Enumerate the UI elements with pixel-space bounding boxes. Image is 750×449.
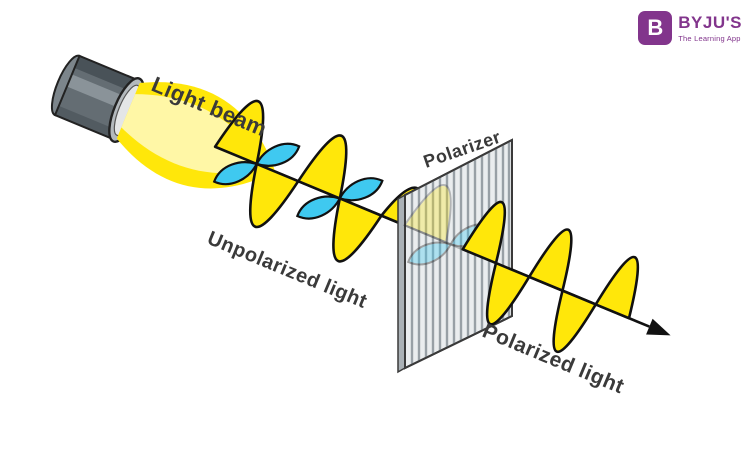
polarized-wave [461,200,640,353]
wave-lobe [213,99,265,166]
wave-lobe [296,134,348,200]
cyan-petal [406,241,453,266]
faded-wave-lobe [402,183,452,244]
panel-side-edge [397,193,406,374]
byjus-brand-text: BYJU'S [678,12,742,32]
torch-shade-top [74,55,139,93]
byjus-logo-initial: B [647,15,664,40]
cyan-petal [255,142,301,167]
torch-shade-bottom [55,105,118,140]
wave-lobe [485,261,531,326]
wave-lobe [248,162,300,229]
byjus-logo-icon: B [638,11,673,45]
cyan-petal [295,195,342,220]
perpendicular-component-1 [212,142,301,186]
polarizer-panel [397,138,513,374]
cyan-petal [338,177,384,202]
panel-outline [404,138,513,370]
arrowhead [646,318,671,336]
wave-lobe [594,255,640,320]
wave-lobe [527,228,573,292]
byjus-logo: B BYJU'S The Learning App [638,11,742,45]
wave-lobe [332,197,383,263]
wave-lobe [552,289,598,353]
torch-highlight [66,74,132,111]
wave-lobe [461,200,507,265]
transmitted-frame [402,183,671,353]
byjus-logo-text: BYJU'S The Learning App [678,14,742,43]
cyan-petal [212,161,259,186]
byjus-tagline-text: The Learning App [678,33,741,43]
perpendicular-component-2 [295,177,384,220]
